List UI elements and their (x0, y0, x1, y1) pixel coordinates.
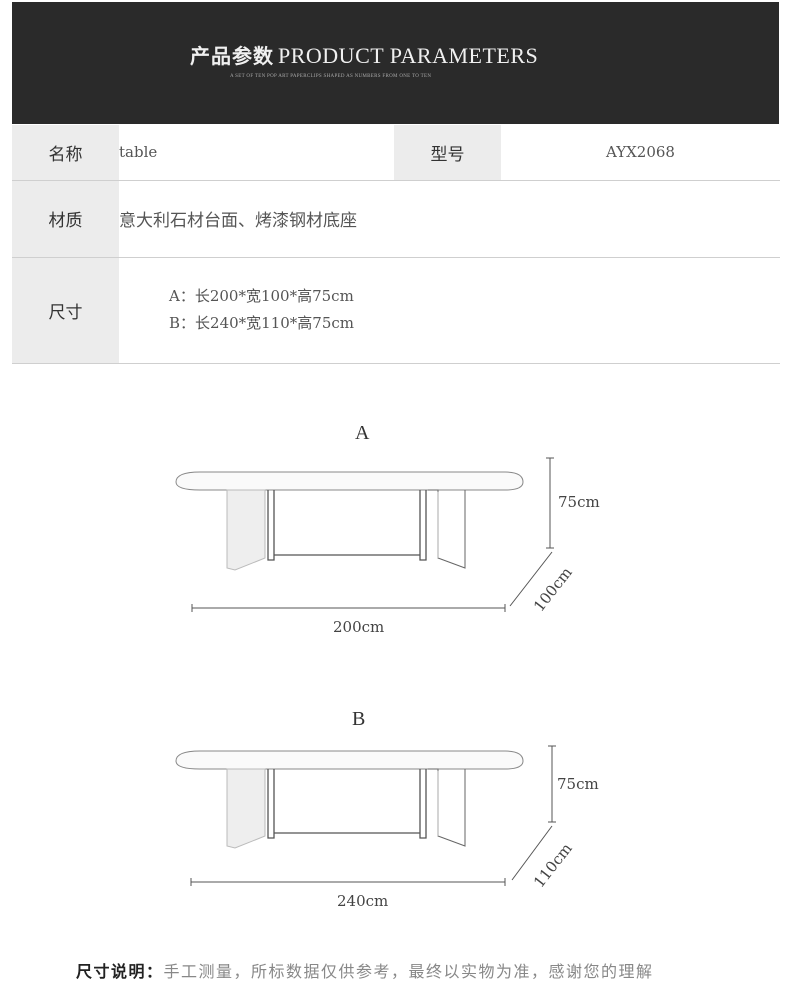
height-label: 75cm (558, 493, 600, 511)
table-row: 材质 意大利石材台面、烤漆钢材底座 (12, 180, 780, 258)
diagram-letter: B (352, 708, 366, 730)
note-label: 尺寸说明： (76, 962, 164, 981)
parameters-table: 名称 table 型号 AYX2068 材质 意大利石材台面、烤漆钢材底座 尺寸… (12, 125, 780, 364)
material-label: 材质 (12, 180, 119, 258)
name-value: table (119, 125, 394, 181)
name-label: 名称 (12, 125, 119, 181)
table-row: 尺寸 A：长200*宽100*高75cm B：长240*宽110*高75cm (12, 257, 780, 364)
banner-title-cn: 产品参数 (190, 44, 274, 68)
length-label: 200cm (333, 618, 385, 636)
table-drawing-b (175, 745, 556, 886)
size-b: B：长240*宽110*高75cm (169, 314, 354, 332)
model-value: AYX2068 (501, 125, 780, 181)
height-label: 75cm (557, 775, 599, 793)
material-value: 意大利石材台面、烤漆钢材底座 (119, 180, 780, 258)
diagram-letter: A (355, 422, 370, 444)
diagram-a: A 75cm 100cm 200cm (0, 420, 790, 660)
model-label: 型号 (394, 125, 501, 181)
size-a: A：长200*宽100*高75cm (169, 287, 354, 305)
length-label: 240cm (337, 892, 389, 910)
note-text: 手工测量，所标数据仅供参考，最终以实物为准，感谢您的理解 (163, 962, 654, 981)
diagram-b: B 75cm 110cm 240cm (0, 706, 790, 946)
size-note: 尺寸说明：手工测量，所标数据仅供参考，最终以实物为准，感谢您的理解 (76, 958, 654, 982)
table-drawing-a (175, 457, 554, 612)
banner-subtitle: A SET OF TEN POP ART PAPERCLIPS SHAPED A… (230, 74, 432, 79)
size-label: 尺寸 (12, 257, 119, 364)
table-row: 名称 table 型号 AYX2068 (12, 125, 780, 181)
banner-title-en: PRODUCT PARAMETERS (278, 43, 539, 68)
size-value: A：长200*宽100*高75cm B：长240*宽110*高75cm (119, 257, 780, 364)
